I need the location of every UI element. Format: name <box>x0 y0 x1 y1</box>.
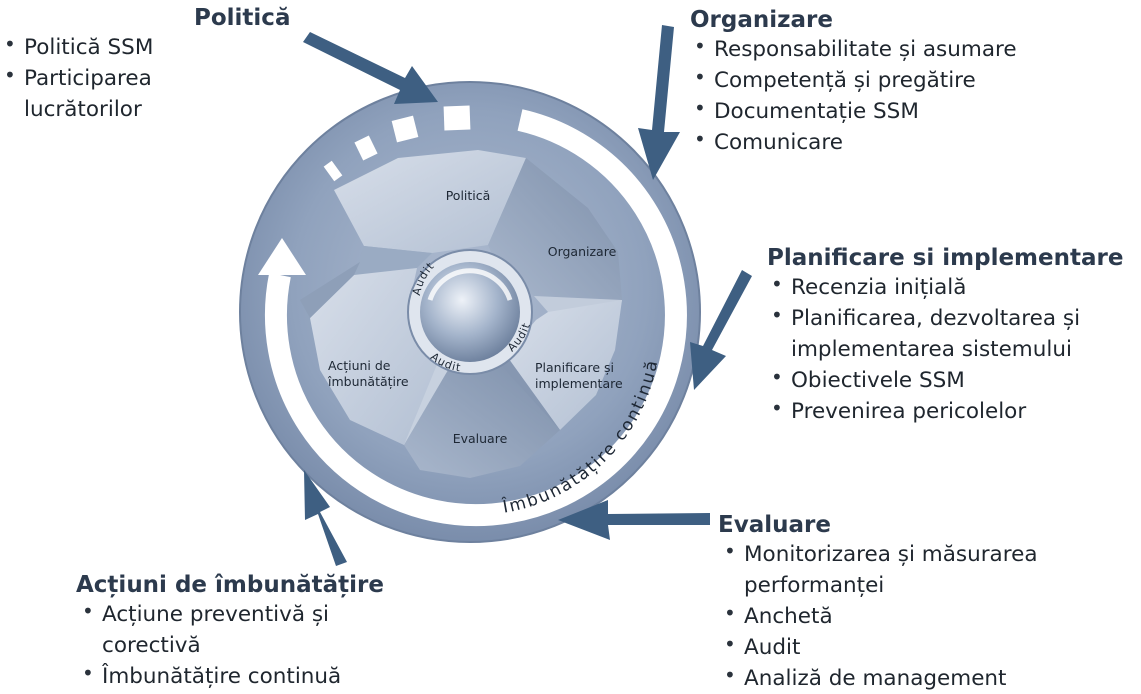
block-title-organizare: Organizare <box>690 7 833 33</box>
segment-actiuni <box>300 262 438 445</box>
list-politica: Politică SSM Participarea lucrătorilor <box>4 32 254 125</box>
segment-label-planificare-line1: Planificare și <box>535 360 614 375</box>
list-item: Comunicare <box>694 127 1110 158</box>
list-item: Monitorizarea și măsurarea performanței <box>724 539 1089 601</box>
list-item: Competență și pregătire <box>694 65 1110 96</box>
list-actiuni: Acțiune preventivă și corectivă Îmbunătă… <box>82 599 406 692</box>
arrow-evaluare <box>558 500 710 540</box>
list-item: Acțiune preventivă și corectivă <box>82 599 392 661</box>
arrow-actiuni <box>304 470 347 566</box>
list-item: Anchetă <box>724 601 1098 632</box>
segment-label-planificare-line2: implementare <box>535 376 623 391</box>
center-hub <box>420 262 520 362</box>
list-item: Prevenirea pericolelor <box>771 396 1137 427</box>
block-planificare: Planificare si implementare Recenzia ini… <box>767 244 1137 427</box>
segment-label-organizare: Organizare <box>548 244 617 259</box>
block-title-planificare: Planificare si implementare <box>767 245 1124 271</box>
improvement-ring <box>265 109 687 527</box>
list-evaluare: Monitorizarea și măsurarea performanței … <box>724 539 1098 694</box>
ring-arrowhead <box>258 238 306 275</box>
arrow-planificare <box>690 270 752 390</box>
segment-label-actiuni-line2: îmbunătățire <box>327 374 409 389</box>
segment-label-planificare: Planificare și implementare <box>535 360 623 391</box>
list-item: Îmbunătățire continuă <box>82 661 406 692</box>
block-title-evaluare: Evaluare <box>718 512 831 538</box>
arrow-politica <box>303 32 438 104</box>
segment-label-actiuni-line1: Acțiuni de <box>328 358 391 373</box>
list-item: Analiză de management <box>724 663 1098 694</box>
block-title-actiuni: Acțiuni de îmbunătățire <box>76 572 384 598</box>
list-planificare: Recenzia inițială Planificarea, dezvolta… <box>771 272 1137 427</box>
arrow-organizare <box>638 25 680 180</box>
list-organizare: Responsabilitate și asumare Competență ș… <box>694 34 1110 158</box>
list-item: Documentație SSM <box>694 96 1110 127</box>
ring-dashes <box>323 105 471 182</box>
segment-label-actiuni: Acțiuni de îmbunătățire <box>327 358 409 389</box>
list-item: Planificarea, dezvoltarea și implementar… <box>771 303 1131 365</box>
list-item: Participarea lucrătorilor <box>4 63 174 125</box>
segment-label-evaluare: Evaluare <box>453 431 508 446</box>
list-item: Politică SSM <box>4 32 254 63</box>
list-item: Obiectivele SSM <box>771 365 1137 396</box>
list-item: Recenzia inițială <box>771 272 1137 303</box>
list-item: Audit <box>724 632 1098 663</box>
block-evaluare: Evaluare Monitorizarea și măsurarea perf… <box>718 511 1098 694</box>
block-politica: Politică Politică SSM Participarea lucră… <box>4 4 291 125</box>
segment-label-politica: Politică <box>446 188 491 203</box>
segment-politica <box>334 150 526 275</box>
list-item: Responsabilitate și asumare <box>694 34 1110 65</box>
block-organizare: Organizare Responsabilitate și asumare C… <box>690 6 1110 158</box>
block-title-politica: Politică <box>194 5 291 31</box>
block-actiuni: Acțiuni de îmbunătățire Acțiune preventi… <box>76 571 406 692</box>
